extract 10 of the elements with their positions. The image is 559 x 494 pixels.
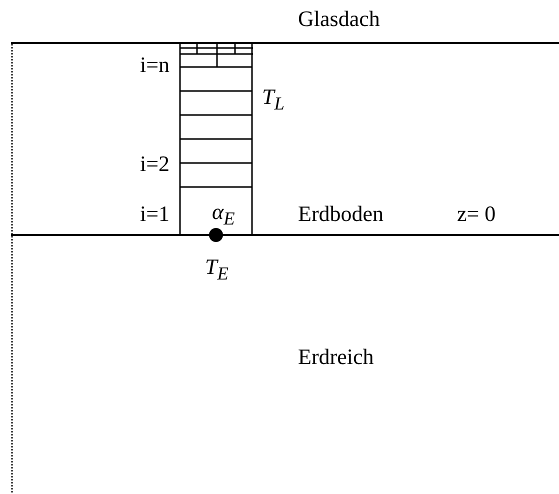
heat-transfer-symbol: α$_{E}$ <box>212 199 235 230</box>
soil-label: Erdreich <box>298 344 374 370</box>
layer-index-label: i=1 <box>140 201 170 227</box>
air-temperature-symbol: T$_{L}$ <box>262 84 284 116</box>
layer-index-label: i=2 <box>140 151 170 177</box>
ground-temperature-symbol: T$_{E}$ <box>205 254 228 286</box>
layer-index-label: i=n <box>140 52 170 78</box>
height-label: z= 0 <box>457 201 496 227</box>
ground-surface-label: Erdboden <box>298 201 384 227</box>
roof-label: Glasdach <box>298 6 380 32</box>
